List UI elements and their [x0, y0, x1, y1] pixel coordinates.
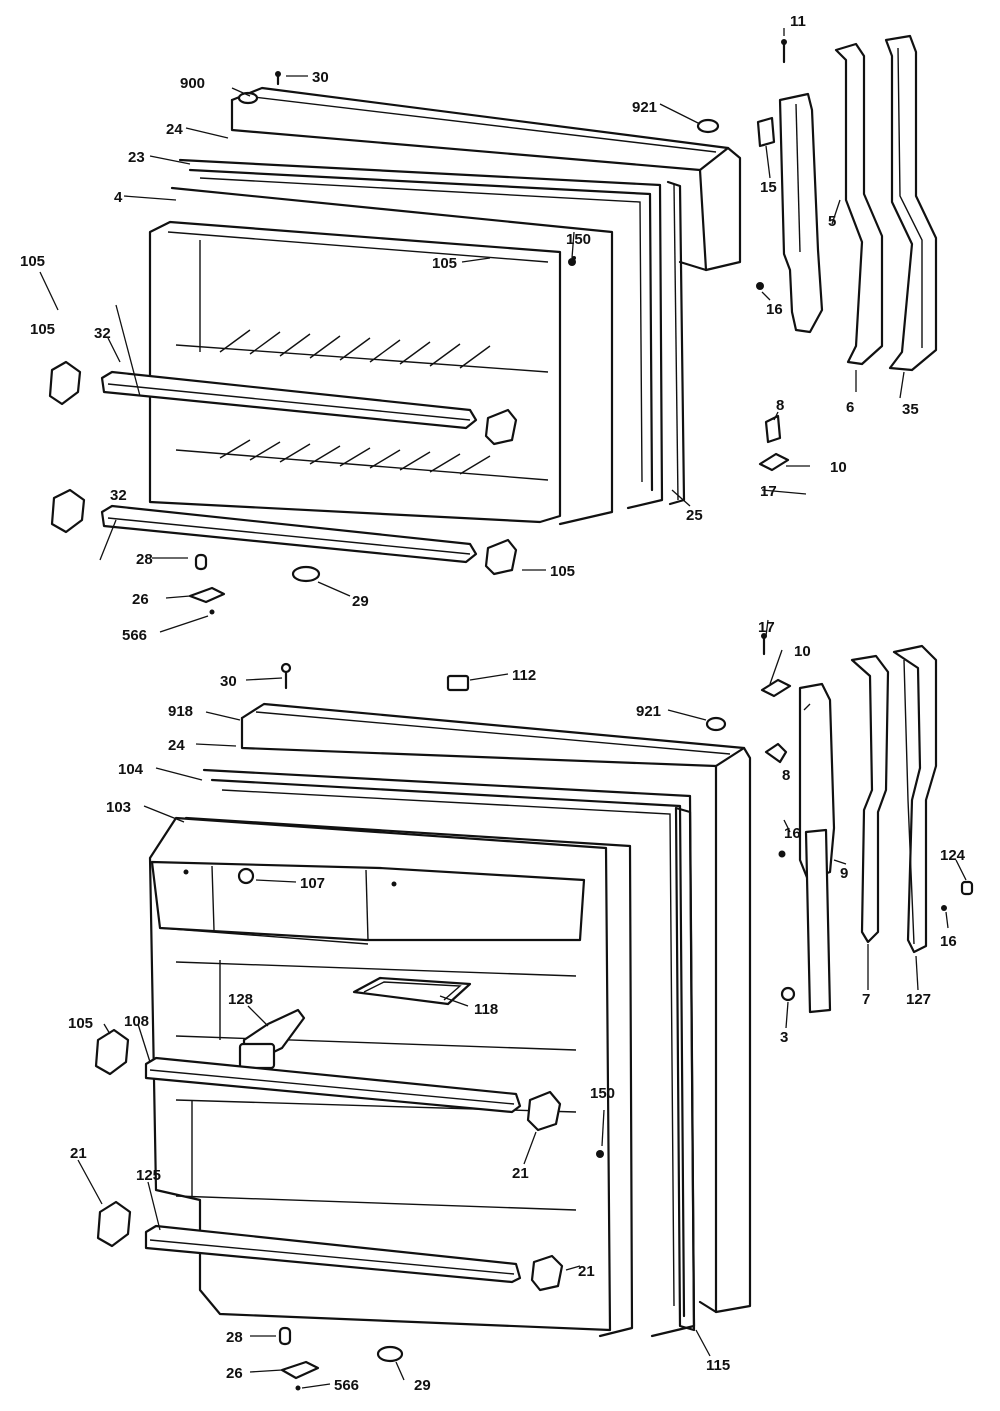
callout: 16 — [940, 933, 957, 950]
callout: 112 — [512, 667, 536, 684]
callout: 105 — [30, 321, 55, 338]
callout: 128 — [228, 991, 253, 1008]
callout: 125 — [136, 1167, 161, 1184]
callout: 15 — [760, 179, 777, 196]
callout: 3 — [780, 1029, 788, 1046]
callout: 107 — [300, 875, 325, 892]
callout: 124 — [940, 847, 966, 864]
callout: 921 — [632, 99, 657, 116]
callout: 918 — [168, 703, 193, 720]
callout: 17 — [758, 619, 775, 636]
callout: 26 — [226, 1365, 243, 1382]
callout: 16 — [766, 301, 783, 318]
callout: 21 — [578, 1263, 595, 1280]
callout: 21 — [512, 1165, 529, 1182]
callout: 24 — [168, 737, 185, 754]
callout: 16 — [784, 825, 801, 842]
callout: 21 — [70, 1145, 87, 1162]
callout: 8 — [782, 767, 790, 784]
callout: 35 — [902, 401, 919, 418]
callout: 566 — [334, 1377, 359, 1394]
callout: 115 — [706, 1357, 730, 1374]
callout: 921 — [636, 703, 661, 720]
freezer-callouts: 900 30 921 24 23 4 15 11 5 6 35 105 32 1… — [20, 13, 919, 644]
callout: 105 — [68, 1015, 93, 1032]
fresh-food-door-assembly — [94, 633, 974, 1391]
callout: 17 — [760, 483, 777, 500]
callout: 150 — [590, 1085, 615, 1102]
callout: 29 — [414, 1377, 431, 1394]
callout: 105 — [550, 563, 575, 580]
callout: 26 — [132, 591, 149, 608]
callout: 9 — [840, 865, 848, 882]
callout: 7 — [862, 991, 870, 1008]
callout: 10 — [830, 459, 847, 476]
freezer-door-assembly — [48, 34, 938, 615]
leader-lines — [39, 28, 967, 1389]
callout: 900 — [180, 75, 205, 92]
callout: 105 — [432, 255, 457, 272]
callout: 8 — [776, 397, 784, 414]
callout: 28 — [136, 551, 153, 568]
callout: 30 — [312, 69, 329, 86]
callout: 24 — [166, 121, 183, 138]
callout: 32 — [110, 487, 127, 504]
callout: 150 — [566, 231, 591, 248]
callout: 25 — [686, 507, 703, 524]
callout: 28 — [226, 1329, 243, 1346]
callout: 10 — [794, 643, 811, 660]
callout: 30 — [220, 673, 237, 690]
callout: 23 — [128, 149, 145, 166]
callout: 103 — [106, 799, 131, 816]
callout: 11 — [790, 13, 806, 30]
fresh-food-callouts: 30 112 921 918 24 17 10 104 103 107 8 16… — [68, 619, 966, 1394]
callout: 105 — [20, 253, 45, 270]
callout: 127 — [906, 991, 931, 1008]
callout: 118 — [474, 1001, 498, 1018]
callout: 6 — [846, 399, 854, 416]
callout: 5 — [828, 213, 836, 230]
callout: 29 — [352, 593, 369, 610]
callout: 4 — [114, 189, 123, 206]
callout: 32 — [94, 325, 111, 342]
callout: 104 — [118, 761, 144, 778]
callout: 108 — [124, 1013, 149, 1030]
callout: 566 — [122, 627, 147, 644]
